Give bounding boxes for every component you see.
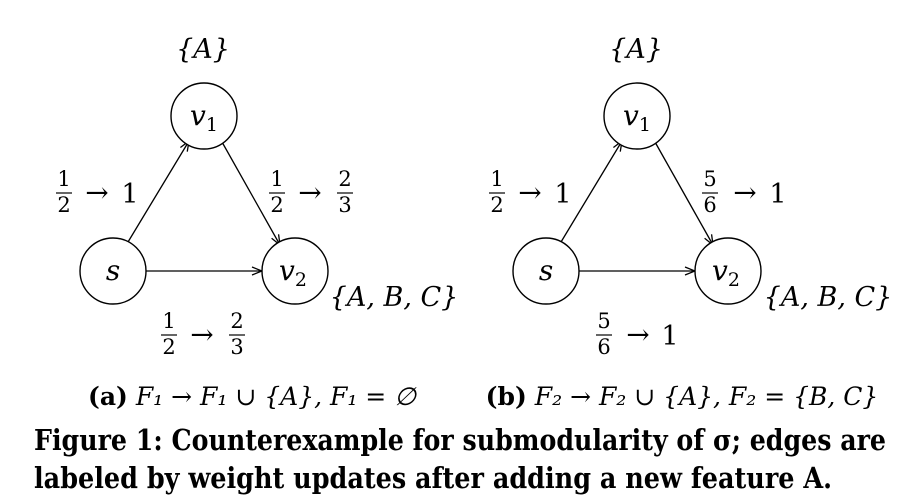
svg-text:→: → (626, 318, 649, 351)
edge-label-v1-v2: 1 2 → 2 3 (269, 167, 353, 217)
svg-text:1: 1 (57, 167, 70, 191)
node-v1: v1 (170, 82, 238, 150)
svg-text:6: 6 (597, 335, 610, 359)
svg-text:s: s (106, 254, 120, 287)
subcaption-b: (b) F₂ → F₂ ∪ {A}, F₂ = {B, C} (486, 382, 879, 411)
svg-text:3: 3 (230, 335, 243, 359)
node-set-v1: {A} (176, 34, 230, 65)
edge-label-v1-v2: 5 6 → 1 (702, 167, 787, 217)
svg-text:→: → (190, 318, 213, 351)
svg-text:2: 2 (490, 193, 503, 217)
node-s: s (79, 237, 147, 305)
panel-a: v1 s v2 {A} {A, B, C} 1 2 → 1 1 2 (56, 34, 458, 411)
svg-text:1: 1 (121, 179, 138, 210)
svg-text:→: → (518, 176, 541, 209)
svg-text:1: 1 (661, 321, 678, 352)
svg-text:5: 5 (703, 167, 716, 191)
node-set-v2: {A, B, C} (764, 282, 893, 313)
svg-text:3: 3 (338, 193, 351, 217)
edge-v1-v2 (221, 141, 280, 245)
edge-label-s-v1: 1 2 → 1 (489, 167, 572, 217)
svg-text:2: 2 (338, 167, 351, 191)
edge-s-v1 (560, 141, 622, 243)
edge-v1-v2 (654, 141, 713, 245)
svg-text:1: 1 (554, 179, 571, 210)
svg-text:s: s (539, 254, 553, 287)
svg-text:→: → (733, 176, 756, 209)
edge-label-s-v2: 1 2 → 2 3 (161, 309, 245, 359)
svg-text:v2: v2 (712, 254, 740, 291)
node-v2: v2 (694, 237, 762, 305)
svg-text:v1: v1 (190, 99, 218, 136)
panel-b: v1 s v2 {A} {A, B, C} 1 2 → 1 5 6 (486, 34, 893, 411)
svg-text:→: → (85, 176, 108, 209)
edge-s-v1 (127, 141, 189, 243)
subcaption-a: (a) F₁ → F₁ ∪ {A}, F₁ = ∅ (88, 382, 417, 411)
edge-label-s-v1: 1 2 → 1 (56, 167, 139, 217)
node-v1: v1 (603, 82, 671, 150)
svg-text:Figure 1: Counterexample for s: Figure 1: Counterexample for submodulari… (34, 423, 886, 457)
svg-text:→: → (298, 176, 321, 209)
svg-text:5: 5 (597, 309, 610, 333)
svg-text:labeled by weight updates afte: labeled by weight updates after adding a… (34, 461, 832, 495)
svg-text:2: 2 (57, 193, 70, 217)
svg-text:1: 1 (490, 167, 503, 191)
edge-label-s-v2: 5 6 → 1 (596, 309, 679, 359)
node-set-v1: {A} (609, 34, 663, 65)
node-s: s (512, 237, 580, 305)
svg-text:1: 1 (769, 179, 786, 210)
svg-text:v2: v2 (279, 254, 307, 291)
svg-text:2: 2 (230, 309, 243, 333)
svg-text:2: 2 (270, 193, 283, 217)
svg-text:6: 6 (703, 193, 716, 217)
svg-text:1: 1 (162, 309, 175, 333)
node-set-v2: {A, B, C} (330, 282, 459, 313)
svg-text:1: 1 (270, 167, 283, 191)
svg-text:v1: v1 (623, 99, 651, 136)
node-v2: v2 (261, 237, 329, 305)
figure-caption: Figure 1: Counterexample for submodulari… (34, 423, 886, 495)
svg-text:2: 2 (162, 335, 175, 359)
